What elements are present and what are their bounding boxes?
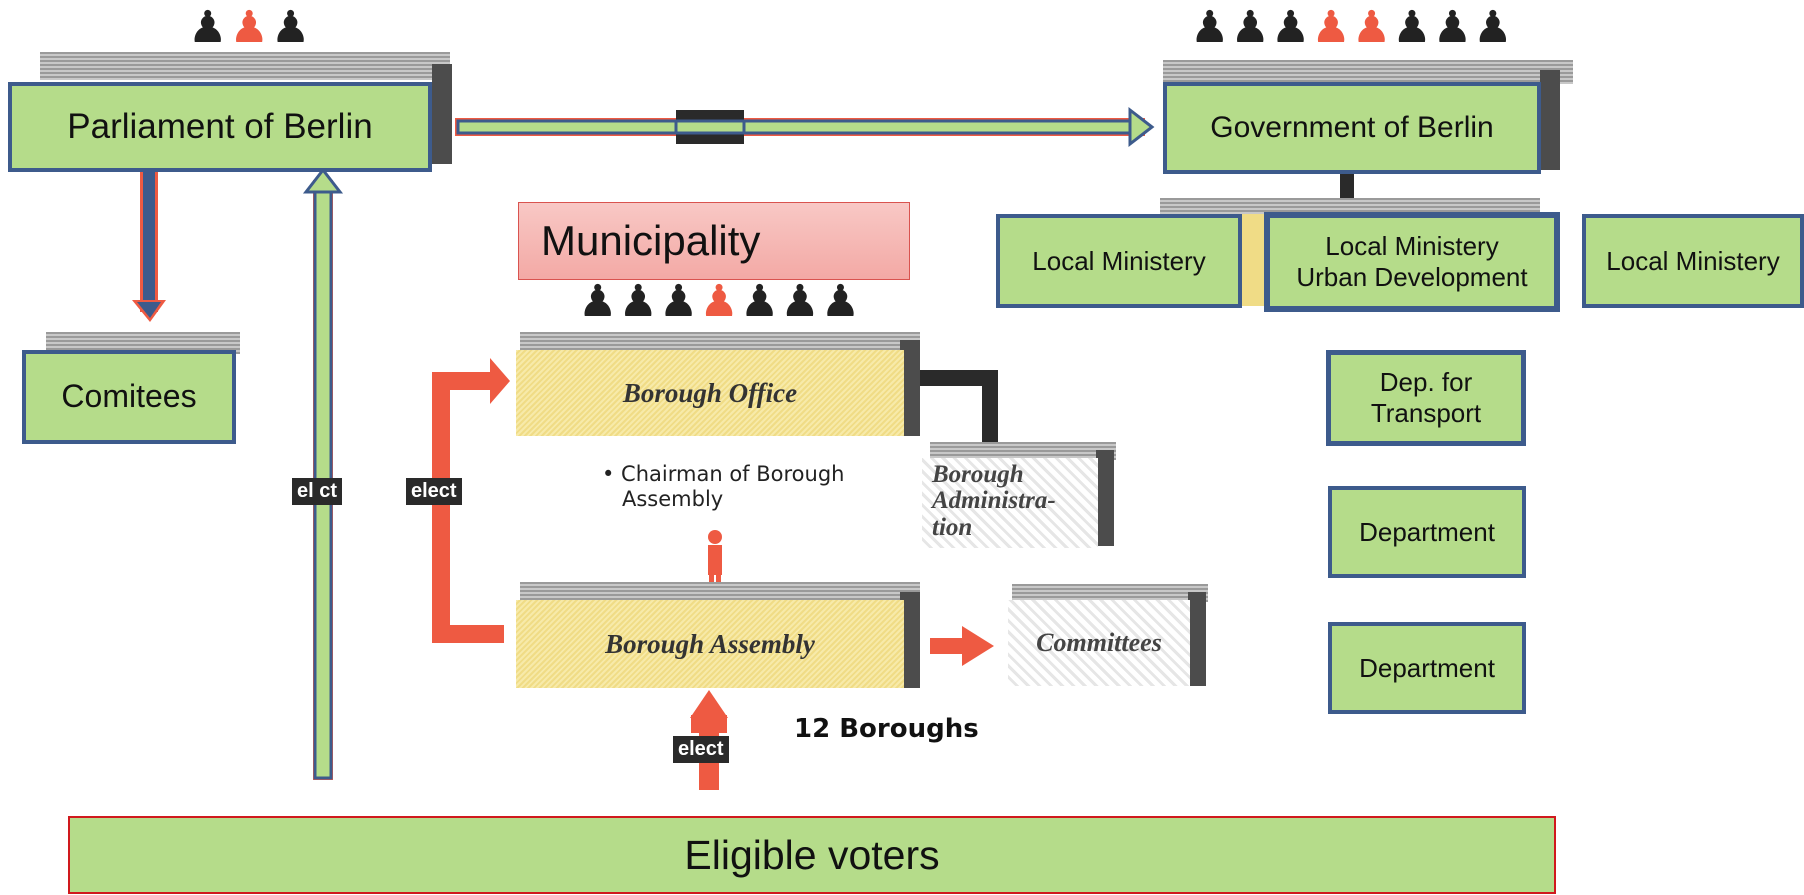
elect-tag-parliament: el ct [292, 478, 343, 505]
government-label: Government of Berlin [1210, 111, 1494, 145]
borough-office-block: Borough Office [516, 350, 904, 436]
department-1-line2: Transport [1370, 398, 1482, 428]
voters-to-parliament-arrow [302, 167, 344, 780]
elect-tag-borough-assembly: elect [673, 736, 729, 763]
borough-committees-label: Committees [1036, 628, 1162, 657]
ministry-box-1: Local Ministery [996, 214, 1242, 308]
department-1-line1: Dep. for [1379, 367, 1473, 398]
government-figures: ♟♟♟♟♟♟♟♟ [1190, 3, 1514, 52]
borough-administration-line3: tion [932, 513, 973, 541]
borough-committees-block: Committees [1008, 600, 1190, 686]
boroughs-count: 12 Boroughs [794, 714, 979, 744]
municipality-box: Municipality [518, 202, 910, 280]
ministry-1-label: Local Ministery [1032, 245, 1206, 276]
parliament-to-government-arrow [455, 106, 1155, 148]
ministry-box-3: Local Ministery [1582, 214, 1804, 308]
borough-office-figures: ♟♟♟♟♟♟♟ [578, 277, 862, 326]
assembly-to-office-elect-arrow [432, 358, 510, 643]
borough-administration-line2: Administra- [932, 487, 1056, 515]
borough-administration-block: Borough Administra- tion [922, 458, 1098, 548]
comitees-label: Comitees [61, 378, 197, 415]
eligible-voters-label: Eligible voters [684, 831, 940, 878]
department-box-3: Department [1328, 622, 1526, 714]
chairman-note: • Chairman of Borough Assembly [602, 462, 844, 512]
department-box-2: Department [1328, 486, 1526, 578]
municipality-label: Municipality [541, 217, 761, 264]
elect-tag-borough-office: elect [406, 478, 462, 505]
borough-assembly-block: Borough Assembly [516, 600, 904, 688]
chairman-line1: • Chairman of Borough [602, 462, 845, 486]
parliament-box: Parliament of Berlin [8, 82, 432, 172]
eligible-voters-box: Eligible voters [68, 816, 1556, 894]
parliament-label: Parliament of Berlin [67, 107, 373, 147]
comitees-box: Comitees [22, 350, 236, 444]
department-transport: Dep. for Transport [1326, 350, 1526, 446]
parliament-figures: ♟♟♟ [188, 3, 313, 52]
parliament-to-comitees-arrow [132, 172, 166, 322]
department-3-label: Department [1359, 652, 1495, 683]
government-box: Government of Berlin [1163, 82, 1541, 174]
ministry-2-label-line1: Local Ministery [1325, 231, 1499, 262]
chairman-line2: Assembly [622, 487, 724, 512]
borough-office-label: Borough Office [622, 377, 798, 408]
ministry-2-label-line2: Urban Development [1296, 262, 1528, 292]
borough-assembly-label: Borough Assembly [605, 628, 815, 659]
ministry-box-urban-development: Local Ministery Urban Development [1264, 212, 1560, 312]
department-2-label: Department [1359, 516, 1495, 547]
borough-administration-line1: Borough [932, 461, 1024, 488]
ministry-3-label: Local Ministery [1606, 245, 1780, 276]
